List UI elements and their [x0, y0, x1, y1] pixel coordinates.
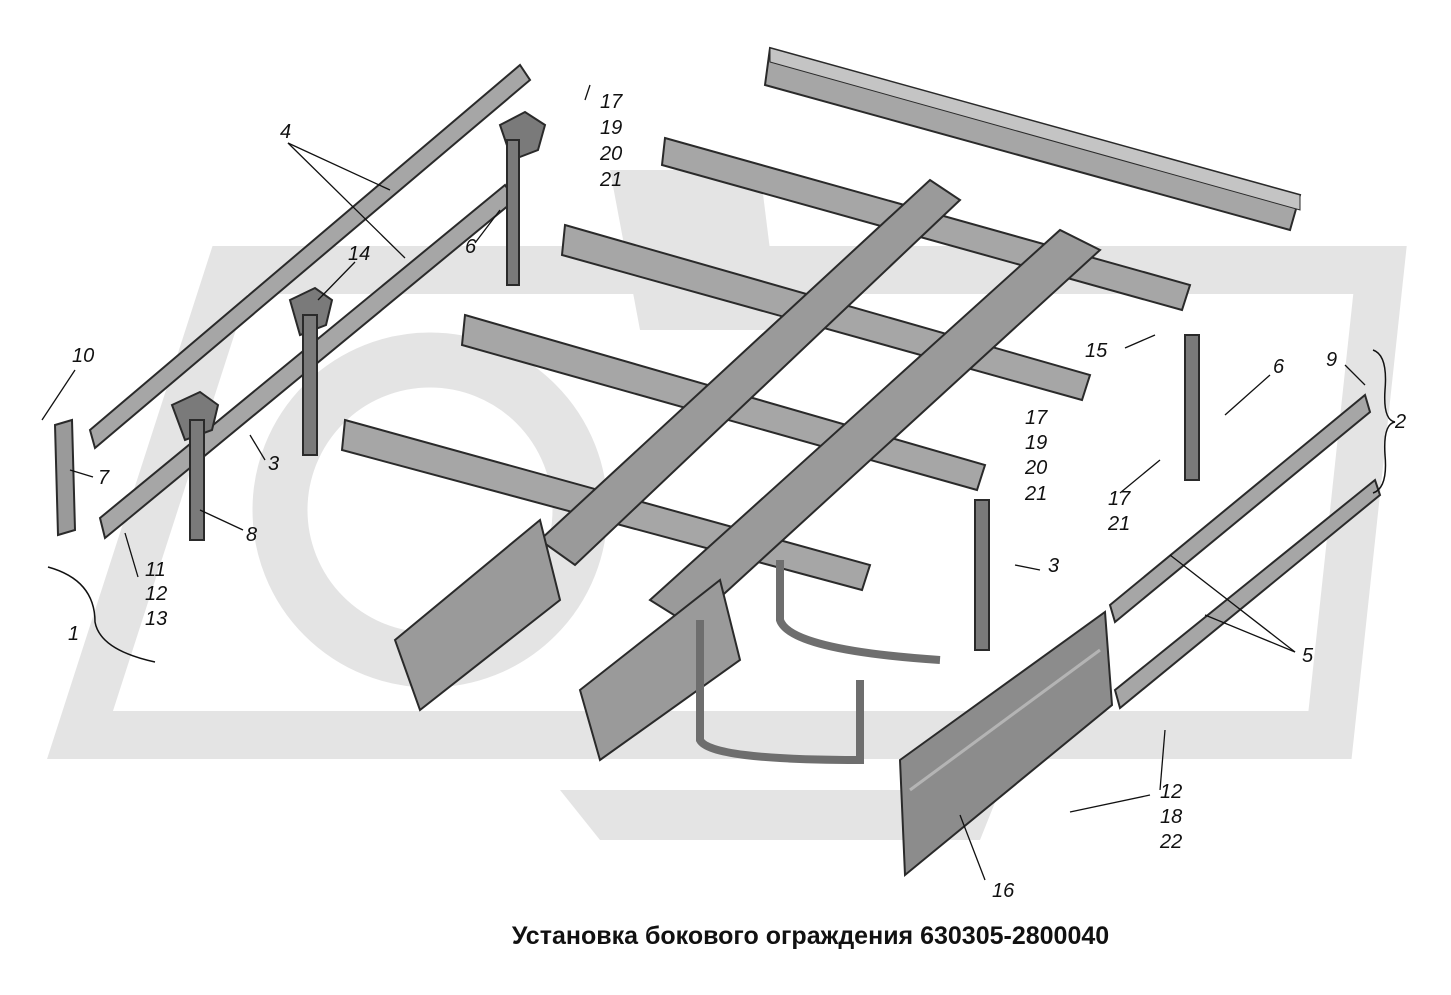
side-panel [898, 610, 1114, 878]
callout-16: 16 [992, 880, 1015, 902]
callout-3b: 3 [1048, 555, 1059, 577]
callout-22: 22 [1159, 831, 1182, 853]
callout-3: 3 [268, 453, 279, 475]
callout-15: 15 [1085, 340, 1108, 362]
brace-1 [47, 566, 156, 663]
callout-19a: 19 [600, 117, 622, 139]
bracket [170, 110, 547, 541]
bracket-right [974, 334, 1200, 651]
callout-5: 5 [1302, 645, 1314, 667]
callout-20a: 20 [599, 143, 622, 165]
subframe-longitudinal [538, 178, 1102, 627]
callout-18: 18 [1160, 806, 1182, 828]
callout-4: 4 [280, 121, 291, 143]
callout-6: 6 [465, 236, 477, 258]
callout-17a: 17 [600, 91, 623, 113]
callout-11: 11 [145, 559, 166, 581]
callout-7: 7 [98, 467, 110, 489]
callout-12: 12 [145, 583, 167, 605]
callout-21a: 21 [599, 169, 622, 191]
callout-9: 9 [1326, 349, 1337, 371]
callout-6b: 6 [1273, 356, 1285, 378]
leader-lines [41, 84, 1366, 881]
pipe [696, 560, 941, 765]
callout-17c: 17 [1108, 488, 1131, 510]
callout-19b: 19 [1025, 432, 1047, 454]
callout-21b: 21 [1024, 483, 1047, 505]
diagram-caption: Установка бокового ограждения 630305-280… [511, 922, 1110, 950]
callout-20b: 20 [1024, 457, 1047, 479]
callout-10: 10 [72, 345, 94, 367]
callout-17b: 17 [1025, 407, 1048, 429]
callout-13: 13 [145, 608, 167, 630]
callouts: 1 2 3 3 4 5 6 6 7 8 9 10 11 12 13 14 15 … [68, 91, 1406, 902]
brace-2 [1372, 349, 1396, 494]
maz-logo [47, 170, 1407, 840]
callout-14: 14 [348, 243, 370, 265]
right-guard-rail [1108, 393, 1382, 710]
callout-8: 8 [246, 524, 257, 546]
callout-2: 2 [1394, 411, 1406, 433]
end-plate-left [53, 418, 77, 537]
frame-rear-crossmember [763, 46, 1302, 232]
callout-21c: 21 [1107, 513, 1130, 535]
callout-1: 1 [68, 623, 79, 645]
callout-12b: 12 [1160, 781, 1182, 803]
